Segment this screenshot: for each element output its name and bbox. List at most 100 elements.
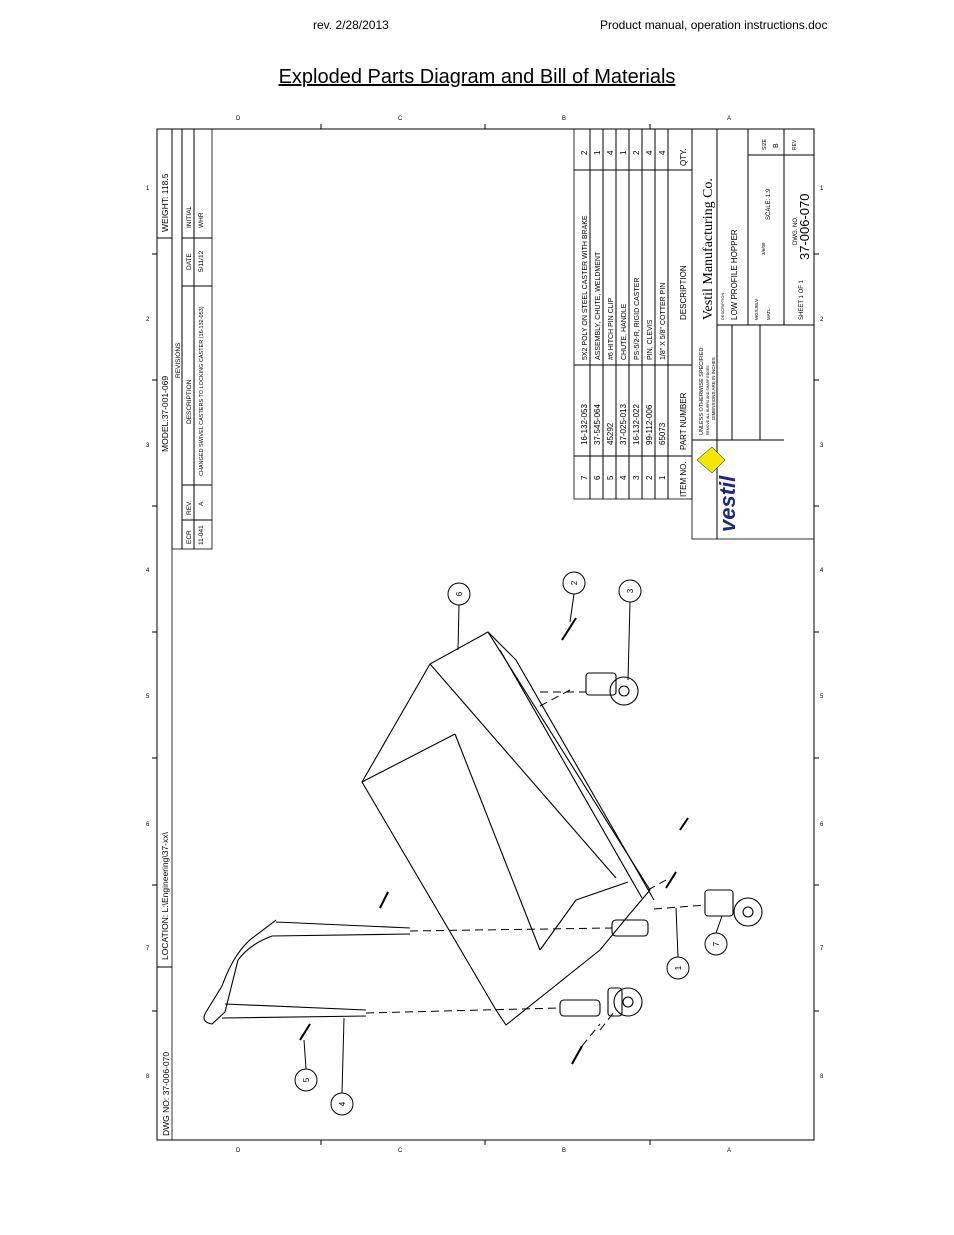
- balloons: [294, 571, 728, 1116]
- bom-desc-7: 5X2 POLY ON STEEL CASTER WITH BRAKE: [582, 215, 589, 360]
- title-block: [691, 128, 815, 540]
- zone-number-8-right: 8: [820, 1074, 824, 1080]
- rev-date-value: 5/11/12: [198, 250, 205, 272]
- zone-letter-c-top: C: [398, 116, 403, 122]
- rev-initial-value: WHR: [198, 212, 205, 228]
- zone-number-4-left: 4: [146, 568, 150, 574]
- rev-header-date: DATE: [186, 252, 193, 270]
- scale-text: SCALE: 1:9: [766, 188, 772, 220]
- bom-desc-1: 1/8" X 5/8" COTTER PIN: [660, 283, 667, 360]
- zone-number-1-left: 1: [146, 186, 150, 192]
- bom-qty-5: 4: [606, 150, 615, 155]
- zone-number-5-left: 5: [146, 694, 150, 700]
- material-label: MATL: [766, 308, 771, 320]
- company-name: Vestil Manufacturing Co.: [701, 178, 716, 320]
- size-label: SIZE: [762, 138, 768, 150]
- bom-item-3: 3: [632, 475, 641, 480]
- rev-label: REV: [792, 139, 798, 150]
- bom-header-qty: QTY.: [679, 148, 688, 166]
- vestil-logo: vestil: [696, 446, 740, 532]
- zone-letter-d-top: D: [236, 116, 241, 122]
- bom-qty-1: 4: [658, 150, 667, 155]
- balloon-3-label: 3: [626, 588, 635, 593]
- balloon-2-label: 2: [570, 580, 579, 585]
- rev-header-description: DESCRIPTION: [186, 379, 193, 424]
- location-text: LOCATION: L:\Engineering\37-xx\: [160, 831, 170, 960]
- header-revision: rev. 2/28/2013: [313, 18, 389, 32]
- drawn-by-value: WGSJBLV: [754, 299, 759, 320]
- bom-qty-3: 2: [632, 150, 641, 155]
- hopper-outline: [361, 631, 651, 1026]
- bom-desc-5: #6 HITCH PIN CLIP: [608, 297, 615, 360]
- size-value: B: [773, 143, 780, 148]
- revisions-block: [171, 128, 213, 550]
- balloon-7-label: 7: [712, 941, 721, 946]
- zone-letter-d-bottom: D: [236, 1148, 241, 1154]
- zone-number-7-right: 7: [820, 946, 824, 952]
- rev-rev-value: A: [198, 501, 205, 506]
- bom-header-description: DESCRIPTION: [679, 265, 688, 320]
- bom-item-4: 4: [619, 475, 628, 480]
- bom-part-4: 37-025-013: [619, 404, 628, 445]
- bom-qty-2: 4: [645, 150, 654, 155]
- caster-brake-right: [704, 889, 763, 927]
- balloon-4-label: 4: [338, 1101, 347, 1106]
- bom-part-2: 99-112-006: [645, 404, 654, 445]
- logo-text: vestil: [715, 475, 740, 532]
- rev-header-rev: REV.: [186, 500, 193, 515]
- dwg-no-label: DWG. NO.: [793, 216, 799, 245]
- page-title: Exploded Parts Diagram and Bill of Mater…: [278, 66, 676, 88]
- zone-number-2-left: 2: [146, 317, 150, 323]
- bom-qty-7: 2: [580, 150, 589, 155]
- hopper-drawing: [203, 617, 763, 1065]
- balloon-5-label: 5: [302, 1077, 311, 1082]
- bom-qty-4: 1: [619, 150, 628, 155]
- balloon-1-label: 1: [674, 965, 683, 970]
- assembly-lines: [365, 689, 706, 1047]
- zone-letter-c-bottom: C: [398, 1148, 403, 1154]
- zone-number-6-left: 6: [146, 822, 150, 828]
- zone-letter-b-top: B: [562, 116, 566, 122]
- bom-part-3: 16-132-022: [632, 404, 641, 445]
- bom-part-5: 45292: [606, 422, 615, 445]
- date-value: 3/6/08: [761, 242, 766, 255]
- caster-rigid-top: [585, 672, 639, 706]
- rev-header-ecr: ECR: [186, 530, 193, 544]
- dwg-no-value: 37-006-070: [797, 194, 812, 261]
- rev-ecr-value: 11-041: [198, 525, 205, 545]
- dwg-no-strip: DWG NO: 37-006-070: [161, 1052, 171, 1136]
- zone-number-8-left: 8: [146, 1074, 150, 1080]
- bom-item-1: 1: [658, 475, 667, 480]
- weight-text: WEIGHT: 118.5: [160, 173, 170, 232]
- zone-number-4-right: 4: [820, 568, 824, 574]
- zone-letter-a-top: A: [727, 116, 731, 122]
- zone-number-3-left: 3: [146, 443, 150, 449]
- bom-qty-6: 1: [593, 150, 602, 155]
- description-label: DESCRIPTION:: [720, 292, 725, 320]
- zone-letter-b-bottom: B: [562, 1148, 566, 1154]
- sheet-text: SHEET 1 OF 1: [799, 279, 805, 320]
- bom-item-2: 2: [645, 475, 654, 480]
- zone-number-1-right: 1: [820, 186, 824, 192]
- bom-header-item: ITEM NO.: [679, 461, 688, 497]
- bom-desc-2: PIN, CLEVIS: [647, 319, 654, 360]
- zone-number-7-left: 7: [146, 946, 150, 952]
- zone-number-5-right: 5: [820, 694, 824, 700]
- dimensions-note: DIMENSIONS ARE IN INCHES: [711, 357, 716, 420]
- bom-part-6: 37-545-064: [593, 404, 602, 445]
- zone-number-3-right: 3: [820, 443, 824, 449]
- zone-number-2-right: 2: [820, 317, 824, 323]
- bom-part-7: 16-132-053: [580, 404, 589, 445]
- bom-desc-6: ASSEMBLY, CHUTE, WELDMENT: [595, 251, 602, 360]
- unless-specified: UNLESS OTHERWISE SPECIFIED:: [699, 346, 705, 435]
- model-text: MODEL:37-001-069: [160, 376, 170, 452]
- header-doc-name: Product manual, operation instructions.d…: [600, 18, 828, 32]
- bom-desc-3: PS-5/2-R, RIGID CASTER: [634, 278, 641, 360]
- bom-item-7: 7: [580, 475, 589, 480]
- description-value: LOW PROFILE HOPPER: [730, 229, 739, 320]
- bom-part-1: 65073: [658, 422, 667, 445]
- caster-brake-left: [607, 987, 643, 1017]
- balloon-6-label: 6: [455, 591, 464, 596]
- chute-handle: [203, 919, 277, 1025]
